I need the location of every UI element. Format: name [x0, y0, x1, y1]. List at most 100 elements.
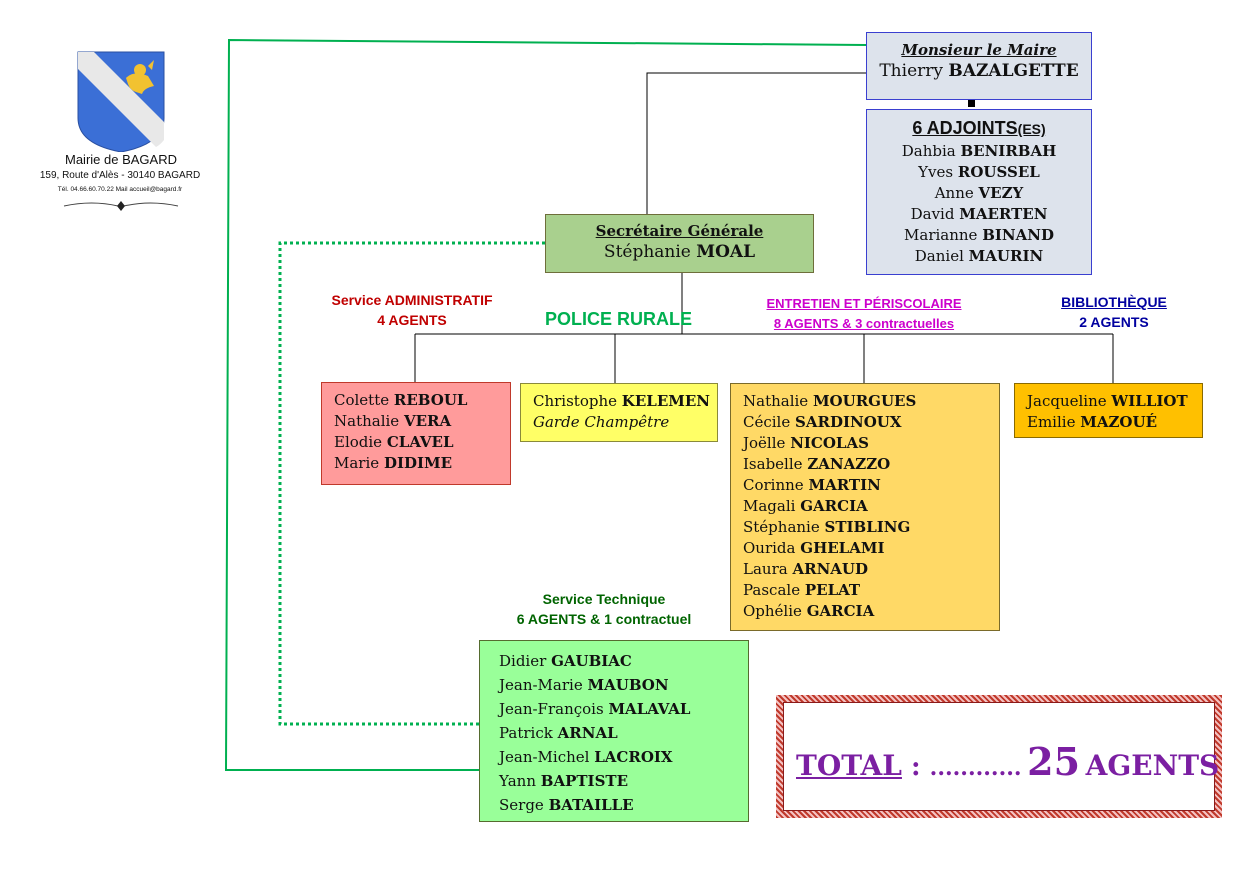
secretary-box: Secrétaire Générale Stéphanie MOAL — [545, 214, 814, 273]
person-first-name: Jean-François — [499, 700, 604, 718]
entretien-header-count: 8 AGENTS & 3 contractuelles — [773, 316, 955, 331]
logo-address: 159, Route d'Alès - 30140 BAGARD — [39, 170, 201, 181]
person-row: Jean-Marie MAUBON — [499, 673, 748, 697]
person-first-name: Magali — [743, 497, 796, 515]
logo — [56, 48, 186, 213]
person-row: Joëlle NICOLAS — [743, 433, 999, 454]
person-last-name: ARNAL — [557, 724, 618, 742]
person-row: Elodie CLAVEL — [334, 432, 510, 453]
person-first-name: Pascale — [743, 581, 801, 599]
person-row: Christophe KELEMEN — [533, 391, 717, 412]
person-last-name: BENIRBAH — [960, 142, 1057, 160]
person-first-name: Ourida — [743, 539, 796, 557]
person-first-name: Nathalie — [334, 412, 400, 430]
logo-contact: Tél. 04.66.60.70.22 Mail accueil@bagard.… — [57, 186, 183, 193]
total-text: TOTAL : ............ 25 AGENTS — [796, 739, 1219, 784]
person-last-name: NICOLAS — [790, 434, 869, 452]
secretary-name: Stéphanie MOAL — [603, 242, 756, 262]
person-first-name: Jacqueline — [1027, 392, 1107, 410]
person-row: Anne VEZY — [867, 183, 1091, 204]
person-first-name: Anne — [934, 184, 974, 202]
mayor-role: Monsieur le Maire — [901, 41, 1057, 59]
person-last-name: GHELAMI — [800, 539, 885, 557]
admin-header-count: 4 AGENTS — [377, 312, 447, 328]
person-last-name: BATAILLE — [548, 796, 634, 814]
person-last-name: VERA — [403, 412, 452, 430]
person-first-name: Colette — [334, 391, 390, 409]
person-last-name: STIBLING — [824, 518, 911, 536]
person-row: Colette REBOUL — [334, 390, 510, 411]
person-last-name: CLAVEL — [386, 433, 454, 451]
total-label: TOTAL — [796, 749, 902, 782]
person-last-name: MAERTEN — [959, 205, 1048, 223]
person-row: Patrick ARNAL — [499, 721, 748, 745]
person-last-name: BINAND — [982, 226, 1054, 244]
person-first-name: Emilie — [1027, 413, 1076, 431]
person-first-name: Marianne — [904, 226, 978, 244]
person-row: Nathalie VERA — [334, 411, 510, 432]
admin-header: Service ADMINISTRATIF 4 AGENTS — [322, 290, 502, 330]
person-first-name: Didier — [499, 652, 547, 670]
police-list: Christophe KELEMEN — [533, 391, 717, 412]
police-header-title: POLICE RURALE — [545, 309, 693, 329]
person-last-name: PELAT — [804, 581, 861, 599]
person-row: Dahbia BENIRBAH — [867, 141, 1091, 162]
entretien-header: ENTRETIEN ET PÉRISCOLAIRE 8 AGENTS & 3 c… — [756, 294, 972, 334]
total-unit: AGENTS — [1085, 749, 1220, 782]
person-first-name: Jean-Michel — [499, 748, 590, 766]
police-header: POLICE RURALE — [545, 309, 693, 329]
person-row: Emilie MAZOUÉ — [1027, 412, 1202, 433]
person-first-name: Patrick — [499, 724, 553, 742]
mayor-secretary-connector — [646, 72, 866, 214]
person-row: Yves ROUSSEL — [867, 162, 1091, 183]
person-first-name: Jean-Marie — [499, 676, 583, 694]
police-role: Garde Champêtre — [533, 413, 670, 431]
person-last-name: REBOUL — [393, 391, 468, 409]
person-row: Stéphanie STIBLING — [743, 517, 999, 538]
person-first-name: Dahbia — [901, 142, 956, 160]
total-dots: ............ — [929, 755, 1022, 781]
person-last-name: KELEMEN — [621, 392, 710, 410]
technique-header-count: 6 AGENTS & 1 contractuel — [516, 611, 692, 627]
person-first-name: Cécile — [743, 413, 791, 431]
person-row: Laura ARNAUD — [743, 559, 999, 580]
person-last-name: MAZOUÉ — [1080, 413, 1158, 431]
person-row: Ourida GHELAMI — [743, 538, 999, 559]
person-row: Marianne BINAND — [867, 225, 1091, 246]
mayor-adjoints-connector — [968, 100, 975, 107]
secretary-role: Secrétaire Générale — [595, 222, 764, 240]
total-frame: TOTAL : ............ 25 AGENTS — [776, 695, 1222, 818]
person-first-name: Yves — [918, 163, 954, 181]
person-row: Jean-François MALAVAL — [499, 697, 748, 721]
person-last-name: BAPTISTE — [540, 772, 628, 790]
person-first-name: Nathalie — [743, 392, 809, 410]
person-first-name: David — [910, 205, 955, 223]
person-last-name: MAUBON — [587, 676, 669, 694]
person-row: Pascale PELAT — [743, 580, 999, 601]
person-last-name: VEZY — [978, 184, 1024, 202]
person-last-name: MAURIN — [968, 247, 1044, 265]
person-first-name: Yann — [499, 772, 537, 790]
mayor-technique-connector — [224, 38, 867, 771]
person-row: Ophélie GARCIA — [743, 601, 999, 622]
person-row: David MAERTEN — [867, 204, 1091, 225]
person-row: Jacqueline WILLIOT — [1027, 391, 1202, 412]
person-row: Yann BAPTISTE — [499, 769, 748, 793]
person-last-name: ROUSSEL — [957, 163, 1040, 181]
person-row: Serge BATAILLE — [499, 793, 748, 817]
biblio-header-count: 2 AGENTS — [1079, 314, 1149, 330]
person-row: Isabelle ZANAZZO — [743, 454, 999, 475]
person-last-name: GARCIA — [800, 497, 868, 515]
biblio-header-title: BIBLIOTHÈQUE — [1061, 294, 1167, 310]
person-first-name: Marie — [334, 454, 380, 472]
person-row: Corinne MARTIN — [743, 475, 999, 496]
coat-of-arms-icon — [77, 51, 165, 153]
person-first-name: Isabelle — [743, 455, 803, 473]
person-last-name: MOURGUES — [812, 392, 917, 410]
